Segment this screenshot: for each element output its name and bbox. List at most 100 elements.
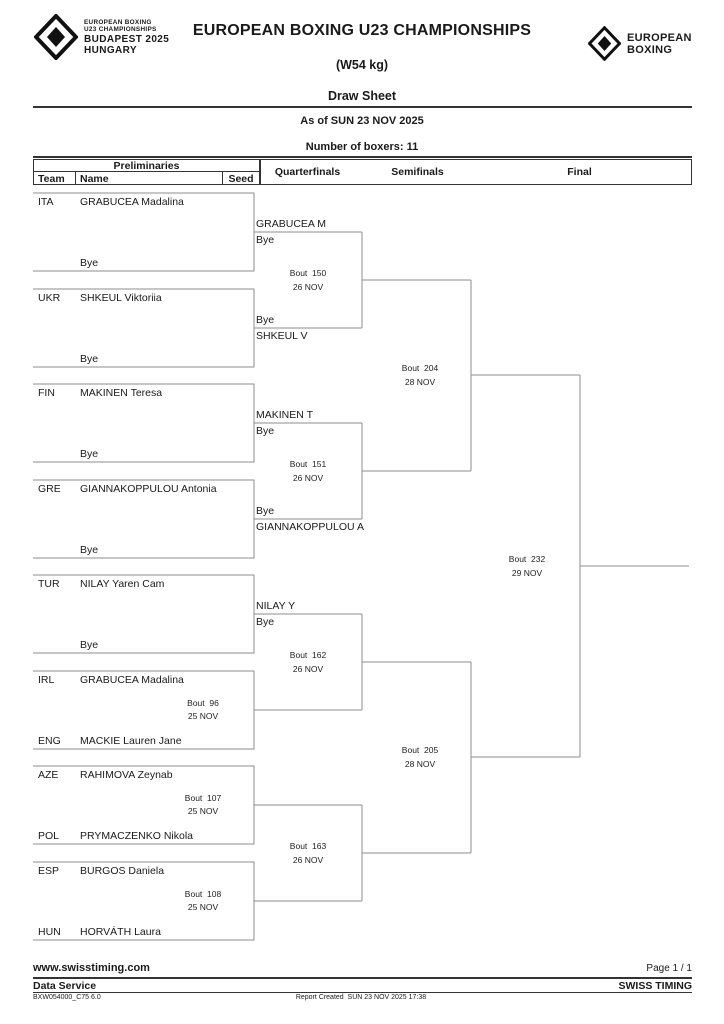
org-logo: EUROPEAN BOXING [588, 26, 692, 61]
sf-bout-label: Bout 205 28 NOV [380, 743, 460, 771]
bout-date: 28 NOV [404, 759, 436, 769]
boxer-team: FIN [38, 387, 55, 399]
boxer-name: PRYMACZENKO Nikola [80, 830, 193, 842]
final-bracket-lines [579, 375, 689, 757]
prelim-bracket-lines [33, 192, 362, 941]
seed-column-divider [222, 171, 223, 185]
preliminaries-header-box [33, 159, 260, 185]
bout-number: Bout 108 [184, 889, 222, 899]
event-logo-line: U23 CHAMPIONSHIPS [84, 26, 157, 33]
column-header-name: Name [80, 173, 109, 185]
boxer-team: POL [38, 830, 60, 842]
column-header-seed: Seed [228, 173, 254, 185]
column-header-preliminaries: Preliminaries [113, 160, 180, 172]
boxer-team: UKR [38, 292, 61, 304]
boxer-team: AZE [38, 769, 59, 781]
footer-data-service: Data Service [33, 980, 97, 992]
as-of-date: As of SUN 23 NOV 2025 [300, 115, 424, 127]
footer-report-created: Report Created SUN 23 NOV 2025 17:38 [295, 994, 427, 1001]
boxer-team: ITA [38, 196, 54, 208]
bout-date: 28 NOV [404, 377, 436, 387]
column-header-semifinals: Semifinals [391, 166, 444, 178]
qf-bye-label: Bye [256, 425, 275, 437]
bout-date: 25 NOV [187, 806, 219, 816]
qf-bye-label: Bye [256, 616, 275, 628]
qf-advancer-name: SHKEUL V [256, 330, 308, 342]
team-column-divider [75, 171, 76, 185]
boxer-name: GRABUCEA Madalina [80, 674, 184, 686]
bout-number: Bout 96 [187, 698, 219, 708]
diamond-gem-icon [34, 14, 78, 60]
qf-advancer-name: GIANNAKOPPULOU A [256, 521, 364, 533]
bout-date: 29 NOV [511, 568, 543, 578]
bout-number: Bout 107 [184, 793, 222, 803]
rounds-header-box [260, 159, 692, 185]
boxer-name: RAHIMOVA Zeynab [80, 769, 173, 781]
header-row-divider [33, 171, 260, 172]
boxer-name: GIANNAKOPPULOU Antonia [80, 483, 217, 495]
boxer-team: ESP [38, 865, 60, 877]
sf-bout-label: Bout 204 28 NOV [380, 361, 460, 389]
qf-bout-label: Bout 151 26 NOV [268, 457, 348, 485]
org-logo-text: EUROPEAN BOXING [627, 32, 692, 56]
prelim-bout-label: Bout 108 25 NOV [160, 888, 246, 914]
bout-date: 26 NOV [292, 282, 324, 292]
qf-bye-label: Bye [256, 234, 275, 246]
footer-doc-code: BXW054000_C75 6.0 [33, 994, 101, 1001]
final-bout-label: Bout 232 29 NOV [487, 552, 567, 580]
bye-label: Bye [80, 544, 99, 556]
qf-advancer-name: GRABUCEA M [256, 218, 327, 230]
boxer-name: MACKIE Lauren Jane [80, 735, 182, 747]
table-top-divider [33, 156, 692, 158]
event-logo-text: EUROPEAN BOXING U23 CHAMPIONSHIPS BUDAPE… [84, 19, 169, 56]
boxer-team: TUR [38, 578, 60, 590]
column-header-team: Team [38, 173, 65, 185]
qf-bout-label: Bout 150 26 NOV [268, 266, 348, 294]
bout-number: Bout 232 [508, 554, 546, 564]
footer-website: www.swisstiming.com [33, 962, 150, 974]
bout-date: 26 NOV [292, 473, 324, 483]
number-of-boxers: Number of boxers: 11 [305, 141, 419, 153]
qf-advancer-name: NILAY Y [256, 600, 296, 612]
diamond-gem-icon [588, 26, 621, 61]
bye-label: Bye [80, 448, 99, 460]
qf-bout-label: Bout 163 26 NOV [268, 839, 348, 867]
footer-divider [33, 977, 692, 979]
header-divider [33, 106, 692, 108]
footer-timing-brand: SWISS TIMING [618, 980, 693, 992]
boxer-team: ENG [38, 735, 61, 747]
boxer-name: MAKINEN Teresa [80, 387, 163, 399]
semifinal-bracket-lines [470, 280, 580, 853]
sheet-type: Draw Sheet [327, 89, 397, 103]
footer-page-number: Page 1 / 1 [646, 963, 692, 974]
column-header-quarterfinals: Quarterfinals [274, 166, 341, 178]
qf-advancer-name: MAKINEN T [256, 409, 313, 421]
bout-date: 26 NOV [292, 664, 324, 674]
bye-label: Bye [80, 639, 99, 651]
event-logo: EUROPEAN BOXING U23 CHAMPIONSHIPS BUDAPE… [34, 14, 169, 60]
boxer-team: IRL [38, 674, 55, 686]
bout-number: Bout 162 [289, 650, 327, 660]
bout-date: 25 NOV [187, 902, 219, 912]
bye-label: Bye [80, 353, 99, 365]
qf-bout-label: Bout 162 26 NOV [268, 648, 348, 676]
footer-divider [33, 992, 692, 993]
quarterfinal-bracket-lines [361, 232, 471, 901]
event-logo-line: HUNGARY [84, 44, 137, 56]
boxer-name: HORVÁTH Laura [80, 926, 161, 938]
prelim-bout-label: Bout 96 25 NOV [160, 697, 246, 723]
boxer-name: SHKEUL Viktoriia [80, 292, 162, 304]
org-logo-line: BOXING [627, 43, 673, 56]
page-title: EUROPEAN BOXING U23 CHAMPIONSHIPS [192, 22, 532, 39]
bout-number: Bout 163 [289, 841, 327, 851]
qf-bye-label: Bye [256, 505, 275, 517]
qf-bye-label: Bye [256, 314, 275, 326]
event-logo-line: BUDAPEST 2025 [84, 33, 170, 45]
boxer-team: HUN [38, 926, 61, 938]
bout-number: Bout 205 [401, 745, 439, 755]
event-logo-line: EUROPEAN BOXING [84, 18, 152, 26]
prelim-bout-label: Bout 107 25 NOV [160, 792, 246, 818]
bout-date: 26 NOV [292, 855, 324, 865]
